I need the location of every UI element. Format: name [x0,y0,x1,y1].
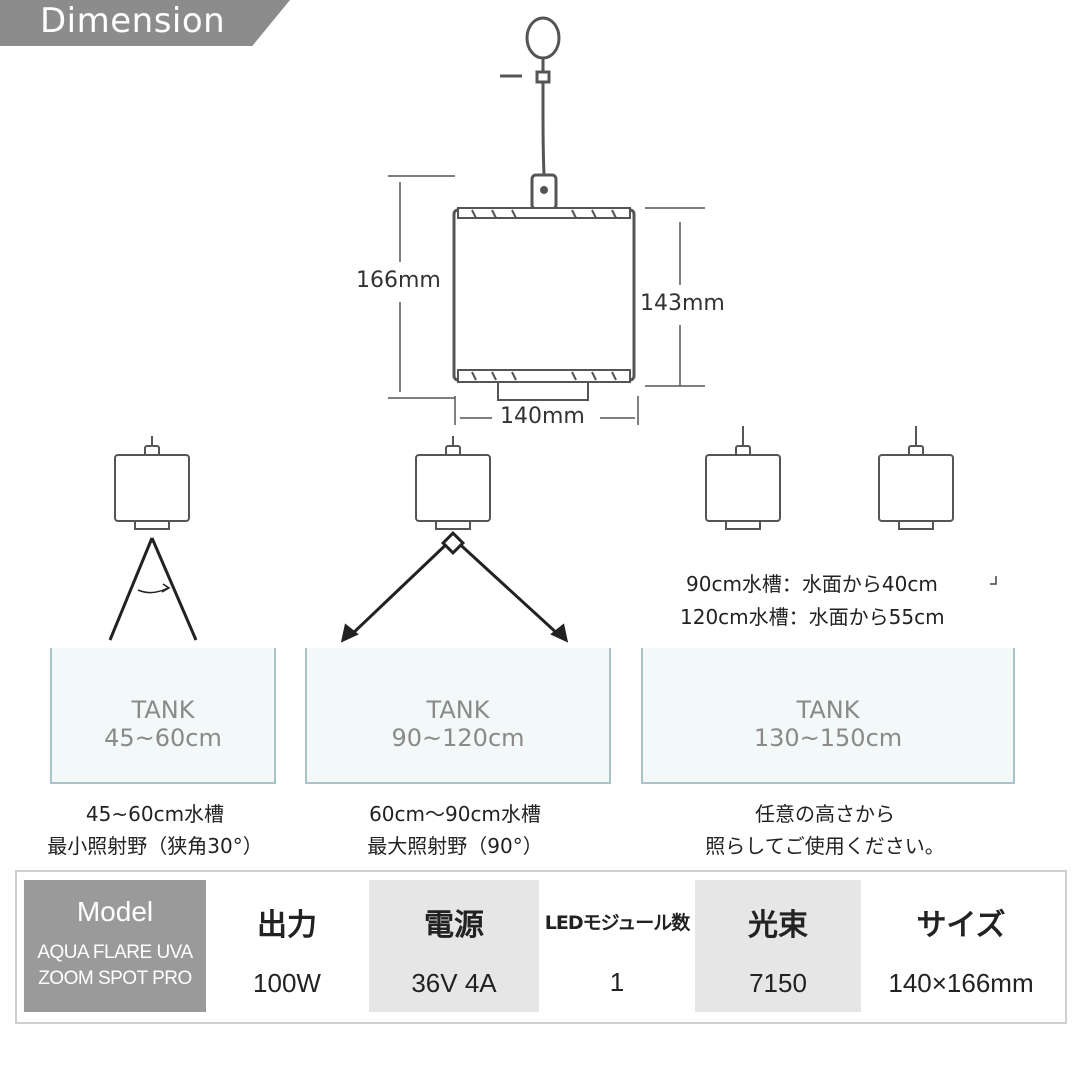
caption-line: 最小照射野（狭角30°） [47,834,263,858]
header-banner [0,0,290,46]
page-title: Dimension [40,1,226,41]
small-lamp-2 [415,436,491,530]
caption-large: 任意の高さから 照らしてご使用ください。 [660,798,990,862]
dimension-lines [388,175,705,425]
spec-header: サイズ [916,908,1006,943]
spec-table: Model AQUA FLARE UVA ZOOM SPOT PRO 出力 10… [15,870,1067,1024]
main-lamp [452,16,636,401]
lamp-bottom [497,381,589,401]
tank-title: TANK [131,696,195,724]
spec-value: 7150 [749,968,807,998]
caption-line: 45~60cm水槽 [85,802,225,826]
tank-small: TANK 45~60cm [50,648,276,784]
spec-header: 光束 [748,908,808,943]
spec-output: 出力 100W [206,880,368,1012]
tank-range: 45~60cm [104,724,222,752]
caption-medium: 60cm～90cm水槽 最大照射野（90°） [310,798,600,862]
model-name-line1: AQUA FLARE UVA [37,942,193,963]
tank-range: 90~120cm [391,724,525,752]
spec-value: 1 [609,967,625,997]
spec-led-modules: LEDモジュール数 1 [539,880,695,1012]
hanger-clip [535,70,551,84]
diameter-label: 140mm [500,404,585,429]
spec-value: 140×166mm [888,968,1034,998]
caption-line: 照らしてご使用ください。 [705,834,945,858]
caption-line: 最大照射野（90°） [367,834,543,858]
spec-header: 電源 [424,908,484,943]
total-height-label: 166mm [356,268,441,293]
spec-size: サイズ 140×166mm [861,880,1061,1012]
spec-lumens: 光束 7150 [695,880,861,1012]
hanger-loop [525,16,561,60]
height-note-90: 90cm水槽：水面から40cm [686,572,938,596]
caption-line: 60cm～90cm水槽 [369,802,541,826]
model-name-line2: ZOOM SPOT PRO [38,968,192,989]
spec-value: 36V 4A [411,968,497,998]
caption-line: 任意の高さから [755,802,895,826]
spec-header: 出力 [257,908,317,943]
height-note-120: 120cm水槽：水面から55cm [680,605,945,629]
spec-power: 電源 36V 4A [369,880,539,1012]
model-header: Model [76,896,154,927]
spec-header: LEDモジュール数 [544,912,691,934]
body-height-label: 143mm [640,291,725,316]
narrow-beam [108,537,198,641]
model-cell: Model AQUA FLARE UVA ZOOM SPOT PRO [24,880,206,1012]
small-lamp-3 [705,426,781,530]
small-lamp-1 [114,436,190,530]
tank-medium: TANK 90~120cm [305,648,611,784]
tank-range: 130~150cm [753,724,903,752]
small-lamp-4 [878,426,954,530]
tank-title: TANK [426,696,490,724]
caption-small: 45~60cm水槽 最小照射野（狭角30°） [10,798,300,862]
tank-large: TANK 130~150cm [641,648,1015,784]
tank-title: TANK [796,696,860,724]
hanger-cable [541,111,546,176]
lamp-body [452,208,636,382]
wide-beam [340,530,569,643]
spec-value: 100W [253,968,321,998]
